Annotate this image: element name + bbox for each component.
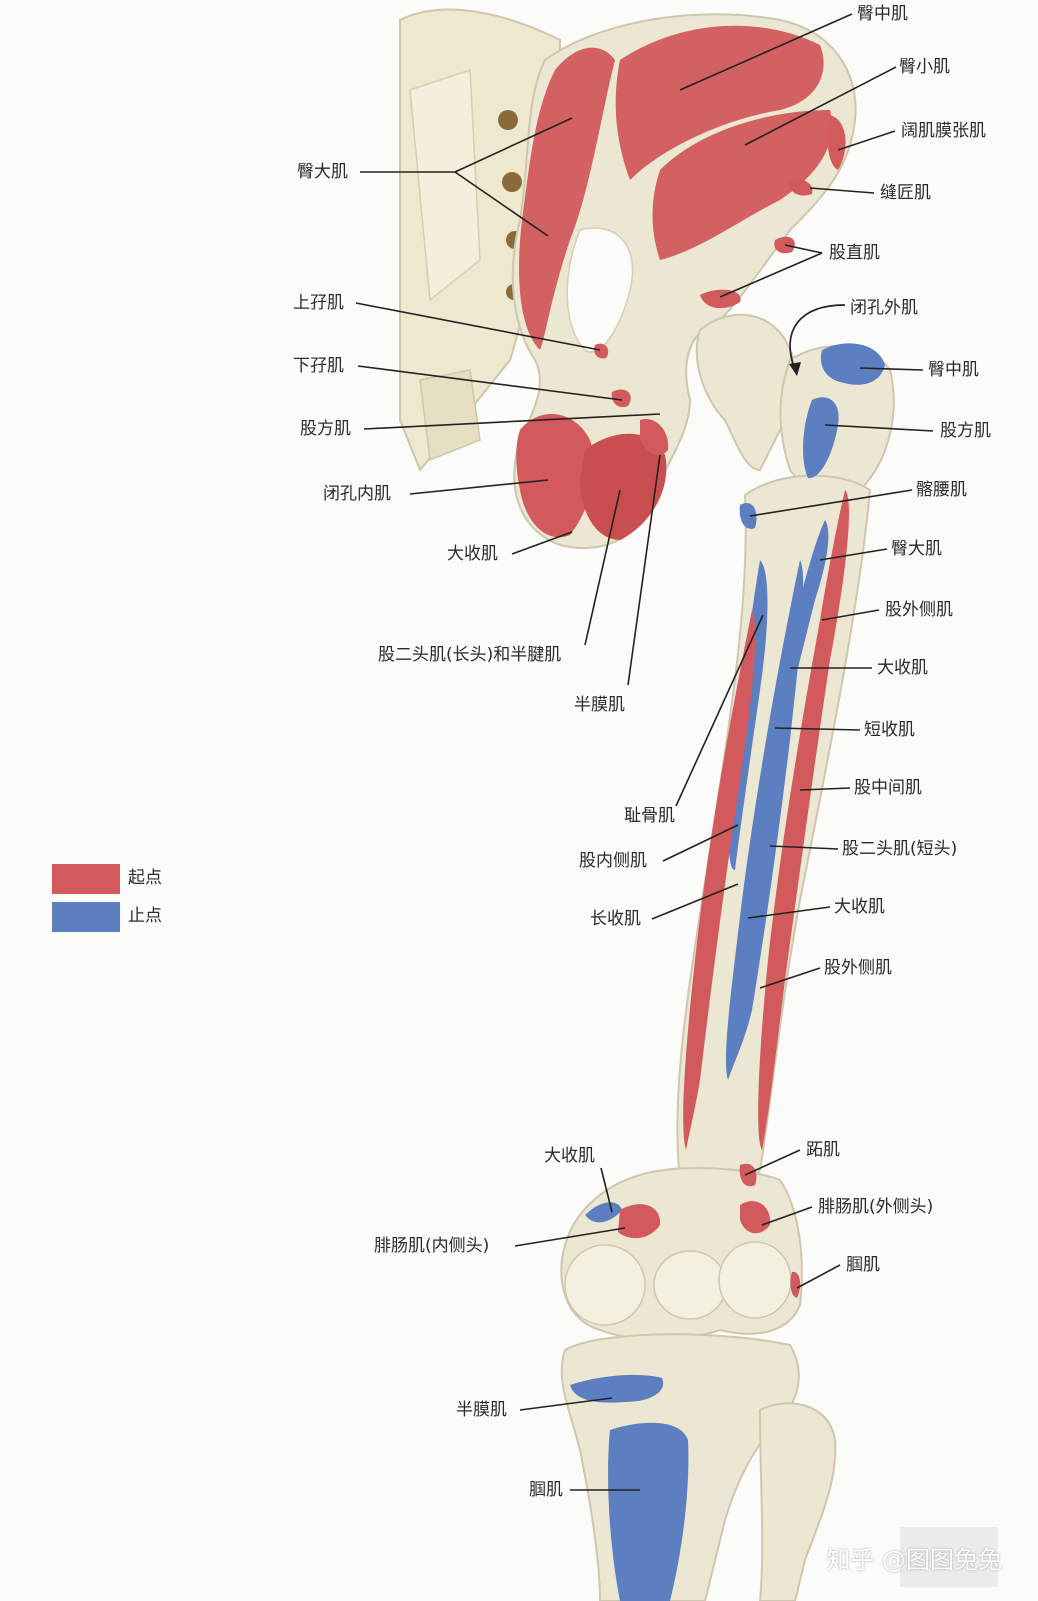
gemellus-inferior-origin (611, 389, 631, 408)
sacrum (399, 8, 561, 472)
label-obturator-internus: 闭孔内肌 (323, 484, 391, 504)
linea-aspera-blue-2 (725, 560, 804, 1080)
label-gemellus-inferior: 下孖肌 (293, 356, 344, 376)
iliopsoas-insertion (739, 502, 757, 529)
label-iliopsoas: 髂腰肌 (916, 480, 967, 500)
label-adductor-magnus-left: 大收肌 (447, 544, 498, 564)
label-obturator-externus: 闭孔外肌 (850, 298, 918, 318)
gluteus-minimus-origin (652, 110, 832, 260)
label-adductor-magnus-knee: 大收肌 (544, 1146, 595, 1166)
label-gluteus-minimus: 臀小肌 (899, 57, 950, 77)
label-vastus-medialis: 股内侧肌 (579, 851, 647, 871)
gastrocnemius-medial-origin (618, 1204, 661, 1239)
label-quadratus-femoris-right: 股方肌 (940, 421, 991, 441)
label-pectineus: 耻骨肌 (624, 806, 675, 826)
label-quadratus-femoris-left: 股方肌 (300, 419, 351, 439)
adductor-magnus-knee-insertion (585, 1202, 622, 1223)
label-tensor-fasciae-latae: 阔肌膜张肌 (901, 121, 986, 141)
label-gemellus-superior: 上孖肌 (293, 293, 344, 313)
label-vastus-lateralis-1: 股外侧肌 (885, 600, 953, 620)
popliteus-tibia-insertion (608, 1422, 689, 1601)
sartorius-origin (788, 179, 813, 196)
ischial-tuberosity-origins (516, 413, 594, 538)
label-gluteus-maximus-right: 臀大肌 (891, 539, 942, 559)
legend-insertion-label: 止点 (128, 906, 162, 926)
semimembranosus-tibia-insertion (570, 1374, 664, 1403)
tensor-fasciae-latae-origin (827, 115, 846, 170)
leader-lines (355, 13, 934, 1491)
obturator-externus-arrowhead (789, 362, 801, 376)
label-biceps-short-head: 股二头肌(短头) (842, 839, 958, 859)
label-vastus-lateralis-2: 股外侧肌 (824, 958, 892, 978)
gemellus-superior-origin (594, 343, 609, 359)
label-gluteus-medius-insertion: 臀中肌 (928, 360, 979, 380)
label-adductor-magnus-2: 大收肌 (834, 897, 885, 917)
legend-origin-label: 起点 (128, 868, 162, 888)
watermark-backdrop (900, 1527, 998, 1587)
label-biceps-long-semitendinosus: 股二头肌(长头)和半腱肌 (378, 645, 562, 665)
legend-origin-swatch (52, 864, 120, 894)
linea-aspera-red-mid (768, 720, 812, 1040)
label-gastrocnemius-medial: 腓肠肌(内侧头) (374, 1236, 490, 1256)
popliteus-origin (790, 1271, 801, 1298)
hamstring-origin (580, 433, 667, 540)
label-sartorius: 缝匠肌 (880, 183, 931, 203)
label-adductor-brevis: 短收肌 (864, 720, 915, 740)
gluteus-maximus-origin (519, 47, 615, 350)
gluteus-medius-insertion (820, 343, 885, 385)
label-vastus-intermedius: 股中间肌 (854, 778, 922, 798)
tibia-fibula (560, 1333, 837, 1601)
label-popliteus-left: 腘肌 (529, 1480, 563, 1500)
linea-aspera-red-medial (683, 610, 756, 1150)
label-plantaris: 跖肌 (806, 1140, 840, 1160)
label-rectus-femoris: 股直肌 (829, 243, 880, 263)
label-gluteus-maximus-left: 臀大肌 (297, 162, 348, 182)
obturator-externus-arrow (789, 304, 846, 371)
label-adductor-longus: 长收肌 (590, 909, 641, 929)
watermark: 知乎 @图图兔兔 (826, 1546, 1002, 1574)
linea-aspera-blue-3 (788, 520, 829, 700)
label-semimembranosus-tibia: 半膜肌 (456, 1400, 507, 1420)
label-semimembranosus-top: 半膜肌 (574, 695, 625, 715)
quadratus-femoris-insertion (803, 397, 839, 479)
label-popliteus-right: 腘肌 (846, 1255, 880, 1275)
rectus-femoris-origin (700, 236, 795, 309)
semimembranosus-origin (640, 419, 669, 456)
legend-insertion-swatch (52, 902, 120, 932)
label-gastrocnemius-lateral: 腓肠肌(外侧头) (818, 1197, 934, 1217)
label-adductor-magnus-1: 大收肌 (877, 658, 928, 678)
label-gluteus-medius-origin: 臀中肌 (857, 4, 908, 24)
plantaris-origin (739, 1163, 757, 1187)
gluteus-medius-origin (615, 25, 824, 180)
